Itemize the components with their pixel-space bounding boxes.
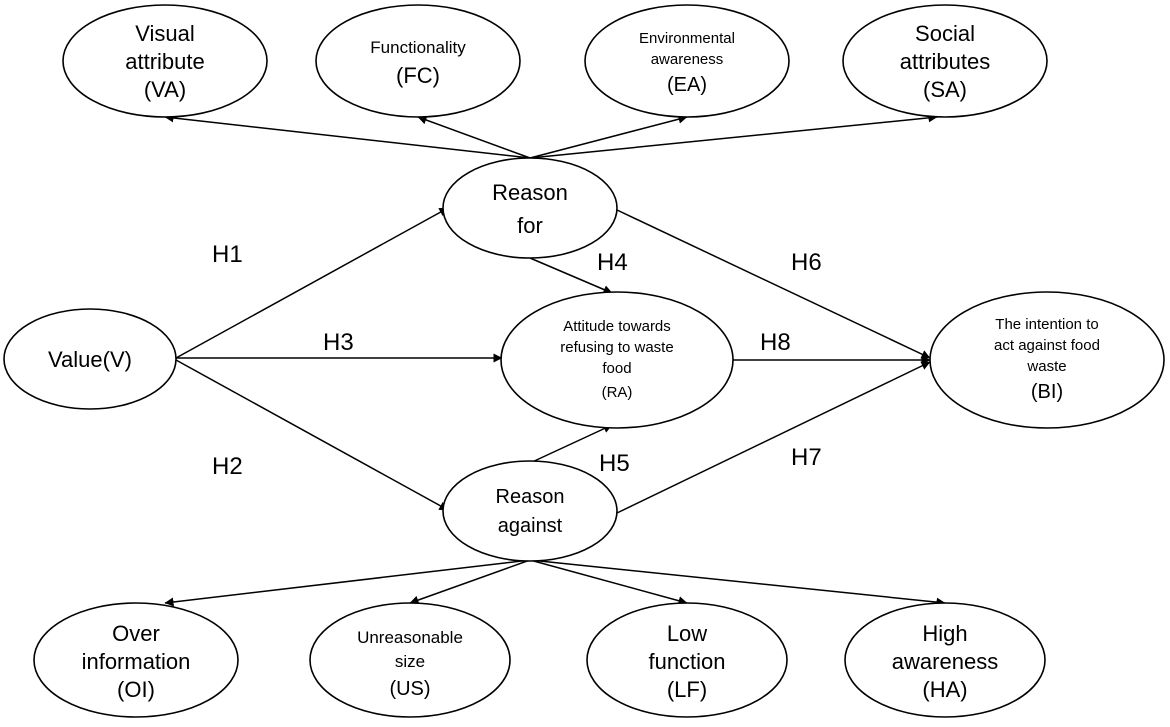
node-attitude-refusing-waste-line-2: refusing to waste xyxy=(560,339,673,356)
hypothesis-h1: H1 xyxy=(212,241,243,268)
node-over-information: Over information (OI) xyxy=(33,602,239,718)
edge-reason-for-to-va xyxy=(164,113,531,159)
node-reason-for-line-2: for xyxy=(517,213,543,238)
node-intention-act: The intention to act against food waste … xyxy=(929,291,1165,429)
node-value-line-1: Value(V) xyxy=(48,347,132,372)
node-visual-attribute-line-3: (VA) xyxy=(144,77,186,102)
hypothesis-h3: H3 xyxy=(323,329,354,356)
edge-reason-against-to-bi xyxy=(616,361,931,514)
edge-reason-against-to-ha xyxy=(529,559,946,607)
node-reason-against-line-2: against xyxy=(498,515,563,537)
node-reason-for-line-1: Reason xyxy=(492,180,568,205)
edge-reason-for-to-bi xyxy=(616,209,931,359)
node-functionality: Functionality (FC) xyxy=(315,4,521,118)
edge-reason-for-to-fc xyxy=(417,115,531,159)
node-social-attributes-line-1: Social xyxy=(915,21,975,46)
hypothesis-h2: H2 xyxy=(212,453,243,480)
node-visual-attribute-line-2: attribute xyxy=(125,49,205,74)
node-environmental-awareness-line-3: (EA) xyxy=(667,74,707,96)
node-over-information-line-2: information xyxy=(82,649,191,674)
node-attitude-refusing-waste-line-3: food xyxy=(602,360,631,377)
edge-reason-against-to-us xyxy=(409,559,531,605)
edges xyxy=(164,113,946,607)
node-reason-against: Reason against xyxy=(442,460,618,562)
node-high-awareness: High awareness (HA) xyxy=(844,602,1046,718)
node-environmental-awareness: Environmental awareness (EA) xyxy=(584,4,790,118)
node-attitude-refusing-waste-line-4: (RA) xyxy=(602,384,633,401)
node-over-information-line-1: Over xyxy=(112,621,160,646)
node-high-awareness-line-3: (HA) xyxy=(922,677,967,702)
node-intention-act-line-2: act against food xyxy=(994,337,1100,354)
node-high-awareness-line-1: High xyxy=(922,621,967,646)
node-intention-act-line-1: The intention to xyxy=(995,316,1098,333)
node-value: Value(V) xyxy=(3,308,177,410)
node-functionality-line-2: (FC) xyxy=(396,63,440,88)
node-high-awareness-line-2: awareness xyxy=(892,649,998,674)
node-visual-attribute-line-1: Visual xyxy=(135,21,195,46)
edge-value-to-reason-against xyxy=(175,359,449,511)
hypothesis-h7: H7 xyxy=(791,444,822,471)
hypothesis-h4: H4 xyxy=(597,249,628,276)
node-unreasonable-size-line-1: Unreasonable xyxy=(357,628,463,647)
node-low-function: Low function (LF) xyxy=(586,602,788,718)
edge-reason-against-to-oi xyxy=(164,559,531,607)
node-over-information-line-3: (OI) xyxy=(117,677,155,702)
node-attitude-refusing-waste: Attitude towards refusing to waste food … xyxy=(500,291,734,429)
node-unreasonable-size-line-3: (US) xyxy=(389,678,430,700)
edge-reason-for-to-ea xyxy=(529,114,688,159)
edge-value-to-reason-for xyxy=(175,207,449,359)
node-environmental-awareness-line-2: awareness xyxy=(651,51,724,68)
node-social-attributes: Social attributes (SA) xyxy=(842,4,1048,118)
node-environmental-awareness-line-1: Environmental xyxy=(639,30,735,47)
hypothesis-h5: H5 xyxy=(599,450,630,477)
edge-reason-for-to-ra xyxy=(529,257,613,294)
node-intention-act-line-4: (BI) xyxy=(1031,381,1063,403)
node-low-function-line-1: Low xyxy=(667,621,707,646)
node-social-attributes-line-2: attributes xyxy=(900,49,991,74)
node-attitude-refusing-waste-line-1: Attitude towards xyxy=(563,318,671,335)
node-low-function-line-2: function xyxy=(648,649,725,674)
node-visual-attribute: Visual attribute (VA) xyxy=(62,4,268,118)
node-functionality-line-1: Functionality xyxy=(370,38,466,57)
node-reason-against-line-1: Reason xyxy=(496,486,565,508)
edge-reason-for-to-sa xyxy=(529,113,938,159)
node-low-function-line-3: (LF) xyxy=(667,677,707,702)
node-unreasonable-size-line-2: size xyxy=(395,652,425,671)
node-social-attributes-line-3: (SA) xyxy=(923,77,967,102)
hypothesis-labels: H1 H2 H3 H4 H5 H6 H7 H8 xyxy=(212,241,822,480)
hypothesis-h8: H8 xyxy=(760,329,791,356)
node-intention-act-line-3: waste xyxy=(1026,358,1066,375)
hypothesis-h6: H6 xyxy=(791,249,822,276)
node-unreasonable-size: Unreasonable size (US) xyxy=(309,602,511,718)
edge-reason-against-to-lf xyxy=(529,559,688,606)
node-reason-for: Reason for xyxy=(442,157,618,259)
edge-reason-against-to-ra xyxy=(529,424,613,464)
